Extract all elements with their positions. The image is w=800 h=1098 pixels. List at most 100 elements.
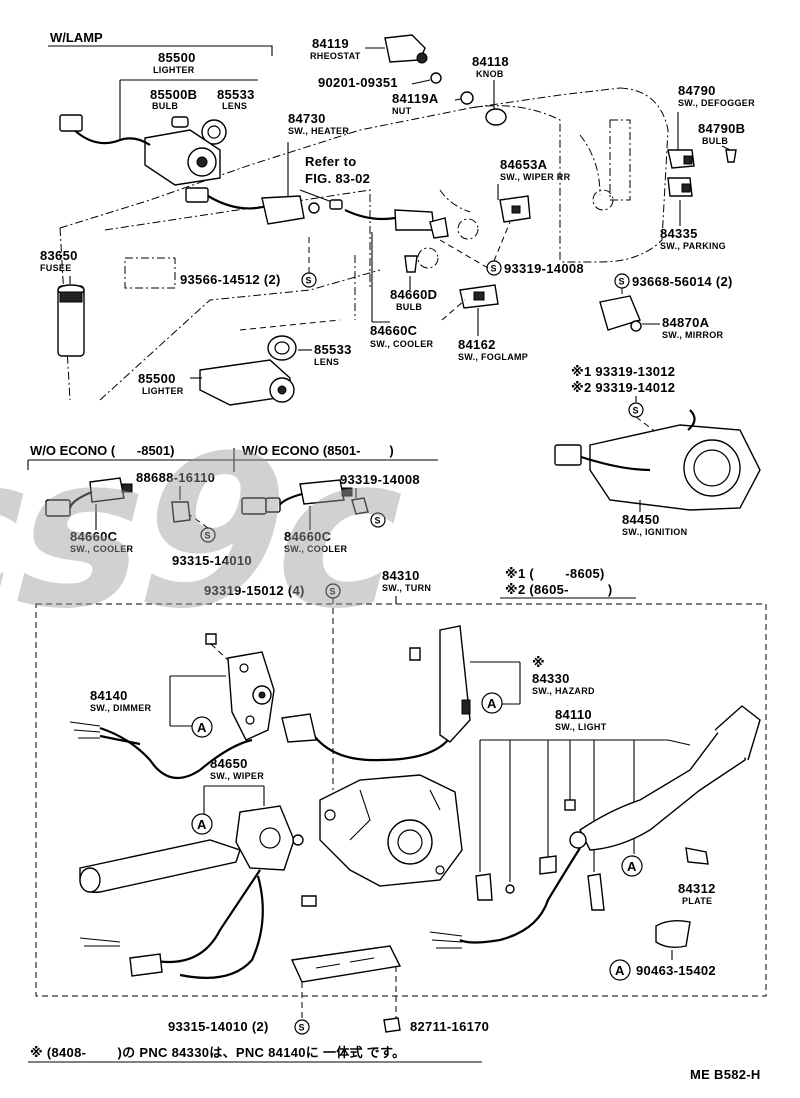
ignition-group: ※1 93319-13012 ※2 93319-14012 S 84450 SW… xyxy=(554,364,761,537)
part-name-rheostat: RHEOSTAT xyxy=(310,51,361,61)
wo-econo-label-2: W/O ECONO (8501- ) xyxy=(242,443,394,458)
refer-line-1: Refer to xyxy=(305,154,357,169)
footer: ※ (8408- )の PNC 84330は、PNC 84140に 一体式 です… xyxy=(28,1045,760,1082)
wiper-connector-shape xyxy=(129,953,163,977)
part-name-cooler-top: SW., COOLER xyxy=(370,339,434,349)
part-number-93319-14008-top: 93319-14008 xyxy=(504,261,584,276)
part-name-plate: PLATE xyxy=(682,896,712,906)
part-name-foglamp: SW., FOGLAMP xyxy=(458,352,528,362)
heater-switch-shape xyxy=(261,195,305,225)
part-name-defogger: SW., DEFOGGER xyxy=(678,98,755,108)
part-number-84870A: 84870A xyxy=(662,315,710,330)
hazard-mark: ※ xyxy=(532,655,545,670)
hazard-connector-shape xyxy=(281,713,317,743)
dimmer-group: 84140 SW., DIMMER A xyxy=(69,633,275,780)
part-name-cooler-right: SW., COOLER xyxy=(284,544,348,554)
part-number-93319-13012: ※1 93319-13012 xyxy=(571,364,675,379)
bottom-connector-group: 93315-14010 (2) S 82711-16170 xyxy=(168,945,489,1035)
w-lamp-label: W/LAMP xyxy=(50,30,103,45)
hazard-group: ※ 84330 SW., HAZARD A xyxy=(281,625,595,762)
part-name-wiper: SW., WIPER xyxy=(210,771,264,781)
dimmer-switch-shape xyxy=(227,651,275,741)
part-number-93566: 93566-14512 (2) xyxy=(180,272,281,287)
wo-econo-group: W/O ECONO ( -8501) W/O ECONO (8501- ) 88… xyxy=(27,443,438,568)
part-number-84118: 84118 xyxy=(472,54,509,69)
hazard-switch-shape xyxy=(439,625,471,743)
part-number-84330: 84330 xyxy=(532,671,570,686)
part-name-nut: NUT xyxy=(392,106,412,116)
part-number-84660D: 84660D xyxy=(390,287,437,302)
part-number-84790: 84790 xyxy=(678,83,716,98)
turn-switch-enclosure xyxy=(35,603,767,997)
lighter-bottom-group: 85533 LENS 85500 LIGHTER xyxy=(138,319,351,406)
part-name-lens-top: LENS xyxy=(222,101,247,111)
screw-mid xyxy=(301,895,317,907)
heater-harness xyxy=(344,209,449,239)
part-number-93319-14012: ※2 93319-14012 xyxy=(571,380,675,395)
symbol-a-90463 xyxy=(609,959,631,981)
part-number-84119: 84119 xyxy=(312,36,349,51)
part-name-bulb-84660D: BULB xyxy=(396,302,422,312)
part-name-heater: SW., HEATER xyxy=(288,126,349,136)
symbol-a-text: A xyxy=(487,696,497,711)
part-number-93315-14010-mid: 93315-14010 xyxy=(172,553,252,568)
part-name-light: SW., LIGHT xyxy=(555,722,607,732)
part-number-84110: 84110 xyxy=(555,707,592,722)
symbol-s-93315-bottom xyxy=(294,1019,310,1035)
dashboard-outline xyxy=(59,87,669,401)
refer-line-2: FIG. 83-02 xyxy=(305,171,370,186)
part-number-84660C-right: 84660C xyxy=(284,529,332,544)
part-name-lighter-bottom: LIGHTER xyxy=(142,386,184,396)
fusee-group: 83650 FUSEE xyxy=(40,248,85,357)
wo-econo-label-1: W/O ECONO ( -8501) xyxy=(30,443,174,458)
knob-84118-shape xyxy=(485,108,507,126)
part-name-ignition: SW., IGNITION xyxy=(622,527,687,537)
symbol-s-text: S xyxy=(633,406,639,416)
bulb-84660D-shape xyxy=(404,255,418,273)
screw-93319-14008-top-group: S 93319-14008 xyxy=(439,221,584,276)
connector-lighter-shape xyxy=(59,114,83,132)
part-name-mirror: SW., MIRROR xyxy=(662,330,723,340)
w-lamp-group: W/LAMP xyxy=(48,30,273,56)
part-number-93668: 93668-56014 (2) xyxy=(632,274,733,289)
cooler-switch-connector-shape xyxy=(394,209,435,231)
part-name-bulb-84790B: BULB xyxy=(702,136,728,146)
symbol-a-dimmer xyxy=(191,716,213,738)
footnote: ※ (8408- )の PNC 84330は、PNC 84140に 一体式 です… xyxy=(30,1045,405,1060)
nut-84119A-shape xyxy=(460,91,474,105)
bulb-84790B-shape xyxy=(725,149,737,163)
part-88688-shape xyxy=(171,501,191,523)
screw-93566-group: 93566-14512 (2) S xyxy=(180,235,317,288)
light-lever-shape xyxy=(579,721,751,851)
symbol-s-text: S xyxy=(306,276,312,286)
band-90463-shape xyxy=(655,919,691,949)
part-name-lens-bottom: LENS xyxy=(314,357,339,367)
part-name-lighter-top: LIGHTER xyxy=(153,65,195,75)
symbol-s-text: S xyxy=(299,1023,305,1033)
part-number-82711: 82711-16170 xyxy=(410,1019,489,1034)
defogger-group: 84790 SW., DEFOGGER 84790B BULB 84335 SW… xyxy=(660,83,755,251)
part-number-84650: 84650 xyxy=(210,756,248,771)
symbol-s-text: S xyxy=(375,516,381,526)
rheostat-group: 84119 RHEOSTAT 90201-09351 84118 KNOB 84… xyxy=(310,34,509,126)
cooler-left-connector-shape xyxy=(45,499,71,517)
symbol-s-text: S xyxy=(619,277,625,287)
mirror-switch-group: S 93668-56014 (2) 84870A SW., MIRROR xyxy=(599,273,733,340)
cooler-switch-left-shape xyxy=(89,477,125,503)
washer-90201-shape xyxy=(430,72,442,84)
symbol-a-text: A xyxy=(627,859,637,874)
watermark-logo: cs9c xyxy=(0,411,430,655)
part-number-85500B: 85500B xyxy=(150,87,197,102)
part-number-93319-15012: 93319-15012 (4) xyxy=(204,583,305,598)
part-number-93315-14010-bottom: 93315-14010 (2) xyxy=(168,1019,269,1034)
part-number-84119A: 84119A xyxy=(392,91,439,106)
part-name-dimmer: SW., DIMMER xyxy=(90,703,151,713)
part-number-93319-14008-mid: 93319-14008 xyxy=(340,472,420,487)
turn-switch-body xyxy=(319,774,463,887)
harness-connector-shape xyxy=(290,945,402,983)
part-number-90463: 90463-15402 xyxy=(636,963,716,978)
part-number-84140: 84140 xyxy=(90,688,128,703)
part-name-parking: SW., PARKING xyxy=(660,241,726,251)
part-name-turn: SW., TURN xyxy=(382,583,431,593)
part-number-84660C-left: 84660C xyxy=(70,529,118,544)
